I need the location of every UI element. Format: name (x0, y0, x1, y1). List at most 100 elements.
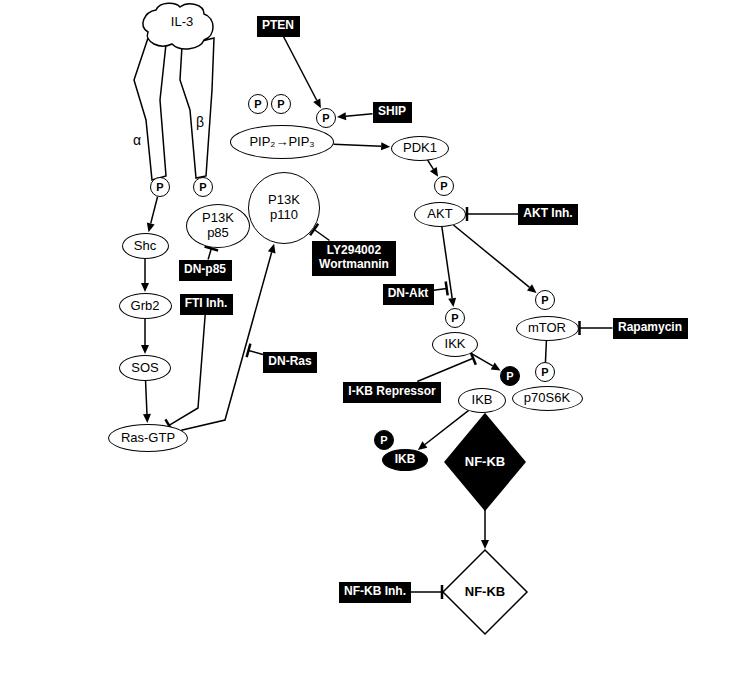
arrowhead (381, 142, 390, 150)
phosphate-circle: P (445, 308, 465, 328)
arrowhead (418, 441, 428, 450)
protein-oval: Grb2 (119, 293, 172, 319)
connector-line (580, 327, 613, 329)
inhibitor-box: I-KB Repressor (343, 382, 441, 403)
arrowhead (141, 345, 149, 354)
phosphate-circle: P (316, 108, 336, 128)
diamond-shape (445, 414, 525, 510)
inhibition-stem (417, 358, 473, 381)
node-label: LY294002 Wortmannin (317, 244, 391, 272)
inhibition-line (247, 344, 263, 357)
inhibition-connector (165, 315, 205, 432)
activation-arrow (337, 112, 373, 120)
protein-oval: P13K p110 (248, 172, 320, 244)
connector-line (208, 249, 211, 260)
node-label: IKK (445, 337, 466, 352)
node-label: p70S6K (524, 391, 570, 406)
receptor-label: α (133, 132, 141, 148)
node-label: P (541, 366, 548, 379)
node-label: Ras-GTP (121, 431, 175, 446)
arrowhead (448, 298, 456, 307)
inhibition-stem (434, 288, 447, 290)
protein-oval: IKB (458, 388, 506, 413)
connector-line (453, 225, 529, 288)
protein-oval: PDK1 (391, 136, 449, 161)
node-label: DN-p85 (184, 263, 226, 277)
connector-line (169, 315, 205, 426)
inhibition-stem (249, 350, 263, 354)
node-label: FTI Inh. (185, 297, 228, 311)
node-label: Grb2 (131, 299, 160, 314)
node-label: NF-KB (465, 585, 505, 600)
inhibitor-box: LY294002 Wortmannin (312, 241, 396, 276)
inhibition-connector (411, 585, 442, 599)
phosphate-circle: P (500, 366, 520, 386)
connector-line (151, 197, 158, 224)
arrowhead (337, 112, 346, 120)
node-label: SOS (131, 361, 158, 376)
activation-arrow (545, 340, 547, 362)
phosphate-circle: P (271, 94, 291, 114)
node-label: SHIP (378, 105, 406, 119)
connector-line (442, 226, 452, 298)
receptor-chain (180, 38, 214, 178)
arrowhead (481, 540, 489, 549)
protein-oval: SOS (119, 355, 171, 381)
inhibitor-box: AKT Inh. (518, 204, 578, 225)
inhibitor-box: DN-Ras (263, 352, 317, 373)
node-label: NF-KB Inh. (344, 585, 406, 599)
factor-diamond: NF-KB (445, 414, 525, 510)
node-label: PDK1 (403, 141, 437, 156)
node-label: IKB (472, 393, 493, 408)
inhibitor-box: FTI Inh. (180, 294, 233, 315)
node-label: Rapamycin (618, 321, 682, 335)
connector-line (346, 114, 373, 116)
phosphate-circle: P (248, 94, 268, 114)
node-label: P (277, 98, 284, 111)
receptor-label: β (196, 114, 204, 130)
arrowhead (147, 222, 155, 232)
activation-arrow (143, 381, 151, 423)
activation-arrow (334, 142, 391, 150)
connector-line (428, 160, 434, 169)
arrowhead (141, 283, 149, 292)
inhibition-line (434, 281, 448, 295)
node-label: P (541, 294, 548, 307)
protein-oval: Shc (122, 233, 169, 259)
activation-arrow (428, 160, 439, 177)
phosphate-circle: P (150, 177, 170, 197)
activation-arrow (481, 510, 489, 549)
diamond-shape (443, 550, 527, 634)
phosphate-circle: P (434, 176, 454, 196)
inhibitor-box: PTEN (257, 16, 300, 37)
protein-oval: Ras-GTP (108, 424, 188, 452)
protein-oval: PIP₂→PIP₃ (230, 125, 334, 159)
node-label: AKT (427, 207, 452, 222)
receptor-chain (134, 38, 166, 180)
protein-oval: IKK (432, 332, 478, 357)
node-label: P (451, 312, 458, 325)
node-label: NF-KB (465, 455, 505, 470)
node-label: P (506, 370, 513, 383)
node-label: AKT Inh. (523, 207, 572, 221)
node-label: Shc (134, 239, 156, 254)
node-label: DN-Akt (388, 287, 429, 301)
connector-line (144, 259, 146, 283)
node-label: PIP₂→PIP₃ (249, 135, 314, 150)
inhibition-connector (580, 321, 613, 335)
node-label: I-KB Repressor (348, 385, 435, 399)
activation-arrow (453, 225, 536, 293)
node-label: P (380, 434, 387, 447)
node-label: P (322, 112, 329, 125)
connector-line (146, 381, 147, 414)
node-label: P (254, 98, 261, 111)
node-label: P13K p110 (264, 193, 304, 223)
inhibitor-box: Rapamycin (613, 318, 688, 339)
protein-oval: p70S6K (512, 386, 583, 411)
inhibitor-box: SHIP (373, 102, 412, 123)
connector-line (334, 144, 382, 146)
connector-line (144, 319, 146, 345)
receptor-label: IL-3 (171, 14, 193, 29)
connector-line (545, 340, 547, 362)
